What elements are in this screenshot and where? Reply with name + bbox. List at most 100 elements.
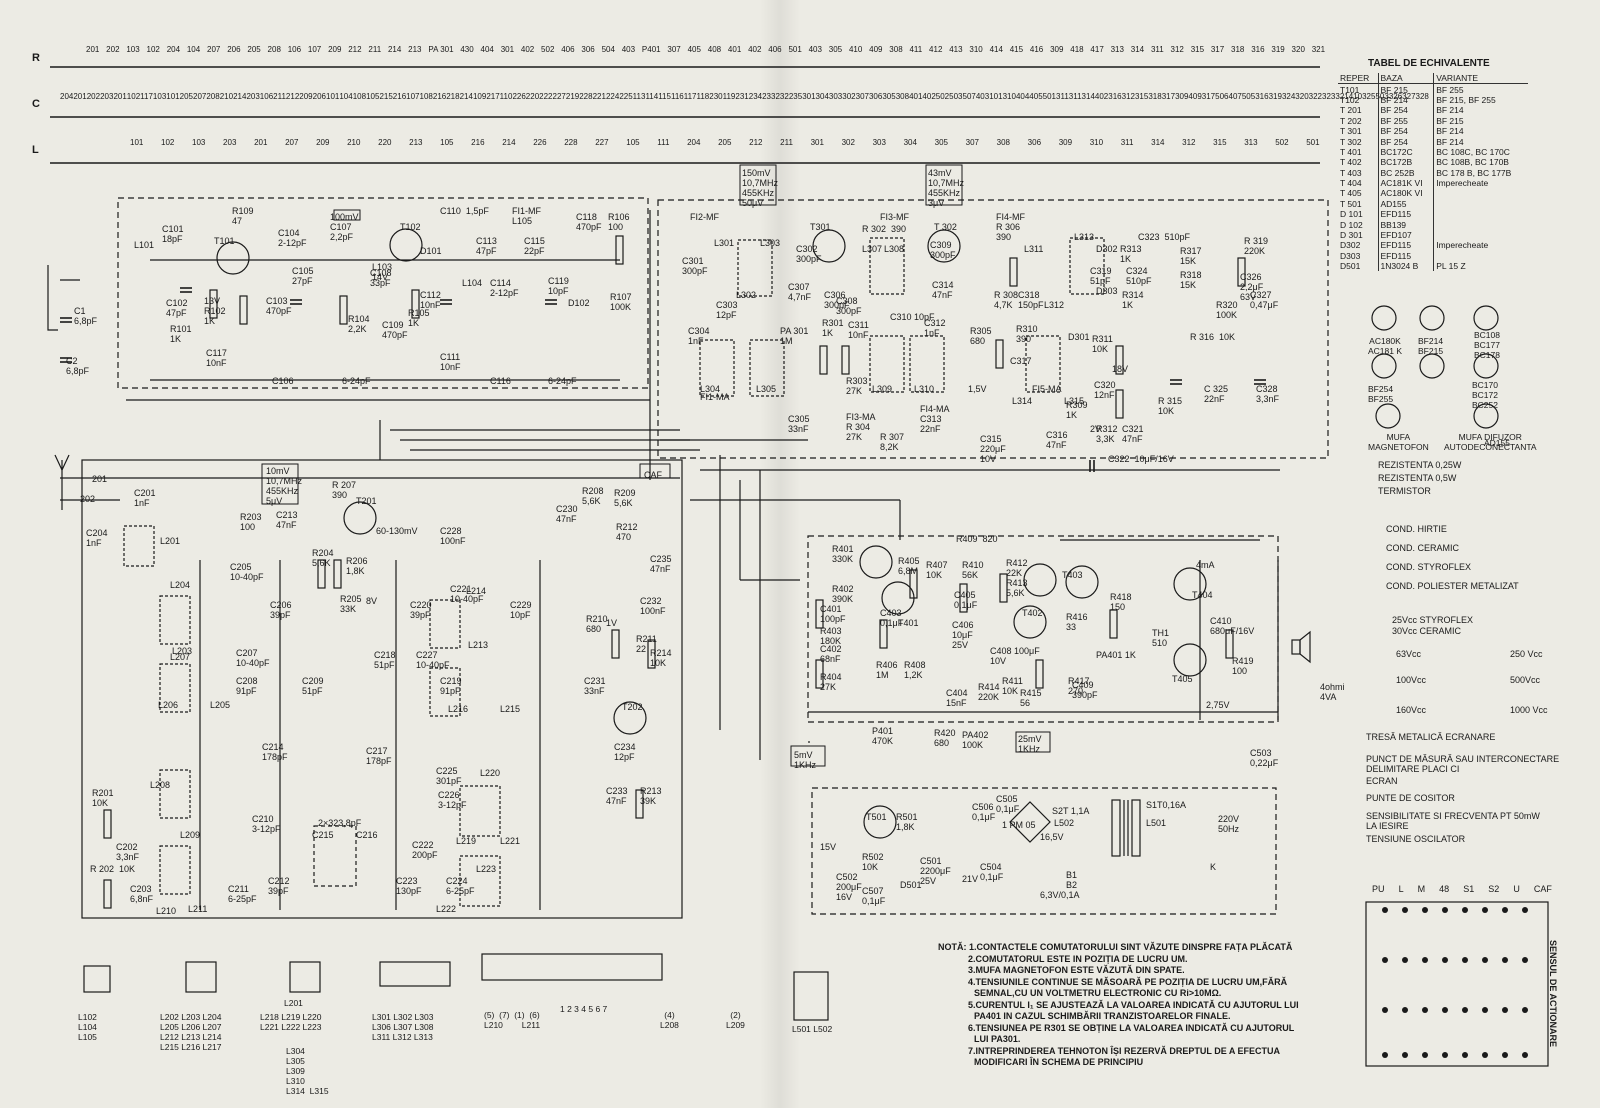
component-label-r418: R418 150: [1110, 592, 1132, 612]
component-label-ant201: 201: [92, 474, 108, 484]
header-label: 212: [285, 92, 300, 101]
header-label: 206: [227, 45, 241, 54]
legend-osc-voltage: TENSIUNE OSCILATOR: [1366, 834, 1466, 844]
component-label-fi4: FI4-MF R 306 390: [996, 212, 1025, 242]
component-label-c406: C406 10μF 25V: [952, 620, 974, 650]
header-label: 201: [86, 45, 100, 54]
note-2: 2.COMUTATORUL ESTE IN POZIȚIA DE LUCRU U…: [968, 953, 1188, 964]
header-label: 214: [459, 92, 473, 101]
component-label-r311: R311 10K: [1092, 334, 1113, 354]
component-label-r316: R 316 10K: [1190, 332, 1236, 342]
component-label-r413: R413 5,6K: [1006, 578, 1028, 598]
header-label: 320: [1291, 45, 1305, 54]
coil-group-4a: L304 L305 L309 L310 L314 L315: [286, 1046, 329, 1096]
table-cell: AC180K VI: [1377, 188, 1434, 199]
component-label-r212: R212 470: [616, 522, 638, 542]
header-label: 221: [592, 92, 606, 101]
component-label-l303: L303: [760, 238, 781, 248]
component-label-c323: C323 510pF: [1138, 232, 1191, 242]
header-label: 321: [1335, 92, 1349, 101]
note-5: 5.CURENTUL I₁ SE AJUSTEAZĂ LA VALOAREA I…: [968, 999, 1299, 1010]
header-label: 217: [486, 92, 500, 101]
header-label: 226: [512, 92, 526, 101]
header-label: 209: [299, 92, 313, 101]
l210-l211-label: (5) (7) (1) (6) L210 L211: [484, 1010, 541, 1030]
header-label: 310: [1002, 92, 1016, 101]
component-label-r206: R206 1,8K: [346, 556, 368, 576]
header-label: 404: [480, 45, 494, 54]
component-label-c301: C301 300pF: [682, 256, 708, 276]
component-label-bridge: 1 PM 05: [1002, 820, 1036, 830]
component-label-c103: C103 470pF: [266, 296, 292, 316]
component-label-r315: R 315 10K: [1158, 396, 1183, 416]
header-label: 405: [687, 45, 701, 54]
component-label-c229: C229 10pF: [510, 600, 532, 620]
component-label-c303: C303 12pF: [716, 300, 738, 320]
header-label: 311: [1056, 92, 1069, 101]
component-label-c320: C320 12nF: [1094, 380, 1116, 400]
note-3: 3.MUFA MAGNETOFON ESTE VĂZUTĂ DIN SPATE.: [968, 965, 1185, 975]
component-label-meas5: 25mV 1KHz: [1018, 734, 1042, 754]
header-label: 308: [996, 138, 1011, 147]
component-label-c327: C327 0,47μF: [1250, 290, 1279, 310]
pinout-ad155: AD155: [1484, 438, 1510, 448]
component-label-r310: R310 390: [1016, 324, 1038, 344]
component-label-c211: C211 6-25pF: [228, 884, 257, 904]
component-label-r319: R 319 220K: [1244, 236, 1269, 256]
header-label: 406: [768, 45, 782, 54]
component-label-meas4: 5mV 1KHz: [794, 750, 817, 770]
component-label-d102: D102: [568, 298, 590, 308]
header-label: 317: [1161, 92, 1176, 101]
header-label: 314: [1151, 138, 1165, 147]
header-label: 220: [378, 138, 392, 147]
component-label-l101: L101: [134, 240, 155, 250]
component-label-c210: C210 3-12pF: [252, 814, 281, 834]
header-label: 404: [1015, 92, 1030, 101]
component-label-c111: C111 10nF: [440, 352, 461, 372]
header-label: 216: [471, 138, 485, 147]
legend-board-limit: DELIMITARE PLACI CI: [1366, 764, 1460, 774]
header-label: 216: [392, 92, 407, 101]
header-label: 301: [500, 45, 515, 54]
header-label: 216: [432, 92, 447, 101]
header-label: 302: [841, 138, 855, 147]
component-label-c410: C410 680μF/16V: [1210, 616, 1255, 636]
component-label-r302: R 302 390: [862, 224, 907, 234]
component-label-r312: R312 3,3K: [1096, 424, 1118, 444]
header-label: 101: [166, 92, 180, 101]
header-label: 226: [533, 138, 547, 147]
component-label-r401: R401 330K: [832, 544, 854, 564]
component-label-v21: 21V: [962, 874, 979, 884]
row-letter-l: L: [32, 144, 39, 156]
coil-group-3a: L201: [284, 998, 303, 1008]
header-label: 104: [339, 92, 353, 101]
legend-ceram-30: 30Vcc CERAMIC: [1392, 626, 1462, 636]
header-label: 417: [1090, 45, 1104, 54]
component-label-pa301: PA 301 1M: [780, 326, 809, 346]
component-label-r411: R411 10K: [1002, 676, 1023, 696]
component-label-b2: B2: [1066, 880, 1078, 890]
component-label-c409: C409 390pF: [1072, 680, 1098, 700]
table-cell: T 401: [1340, 146, 1362, 157]
component-label-l204: L204: [170, 580, 191, 590]
component-label-r405: R405 6,8M: [898, 556, 920, 576]
header-label: 109: [472, 92, 487, 101]
legend-sensitivity-2: LA IESIRE: [1366, 821, 1409, 831]
component-label-v2: 2V: [1090, 424, 1102, 434]
component-label-c209: C209 51pF: [302, 676, 324, 696]
component-label-t403: T403: [1062, 570, 1083, 580]
legend-100v: 100Vcc: [1396, 675, 1427, 685]
component-label-l315: L315: [1064, 396, 1085, 406]
header-label: 502: [541, 45, 555, 54]
component-label-r318: R318 15K: [1180, 270, 1202, 290]
table-cell: [1433, 219, 1528, 230]
component-label-c322: C322 10μF/16V: [1108, 454, 1174, 464]
component-label-mains: 220V 50Hz: [1218, 814, 1240, 834]
